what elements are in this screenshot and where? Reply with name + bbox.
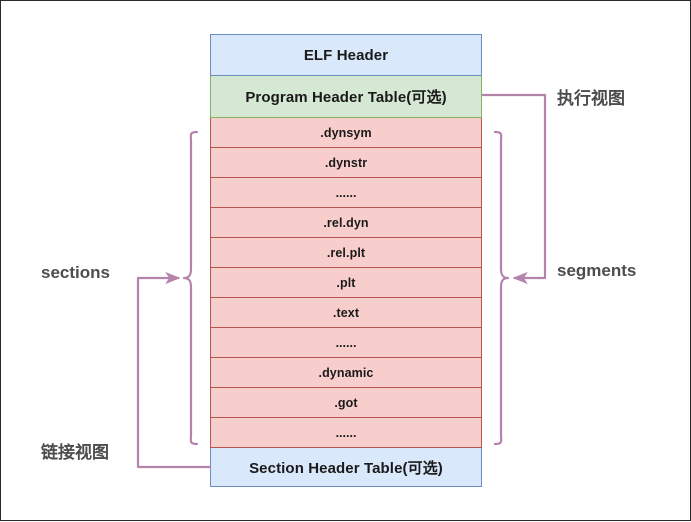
block-elf-header-label: ELF Header [303, 46, 389, 64]
section-row-got: .got [210, 388, 482, 418]
section-row-ellipsis-1: ...... [210, 178, 482, 208]
section-label-plt: .plt [336, 275, 356, 290]
section-label-ellipsis-1: ...... [335, 185, 357, 200]
section-label-ellipsis-2: ...... [335, 335, 357, 350]
sections-connector [136, 271, 212, 469]
section-row-dynsym: .dynsym [210, 118, 482, 148]
section-label-rel-plt: .rel.plt [326, 245, 366, 260]
block-elf-header: ELF Header [210, 34, 482, 76]
sections-brace [182, 130, 199, 446]
section-label-rel-dyn: .rel.dyn [323, 215, 369, 230]
block-program-header-table-label: Program Header Table(可选) [245, 89, 447, 106]
exec-view-connector [482, 93, 547, 285]
label-link-view: 链接视图 [41, 443, 109, 462]
section-label-ellipsis-3: ...... [335, 425, 357, 440]
label-execution-view: 执行视图 [557, 89, 625, 108]
section-row-dynstr: .dynstr [210, 148, 482, 178]
elf-layout-stack: ELF Header Program Header Table(可选) .dyn… [210, 34, 482, 487]
block-program-header-table: Program Header Table(可选) [210, 76, 482, 118]
section-label-text: .text [332, 305, 360, 320]
section-row-text: .text [210, 298, 482, 328]
segments-brace [493, 130, 510, 446]
section-row-ellipsis-3: ...... [210, 418, 482, 448]
block-section-header-table: Section Header Table(可选) [210, 448, 482, 487]
section-label-dynsym: .dynsym [320, 125, 372, 140]
section-row-rel-dyn: .rel.dyn [210, 208, 482, 238]
label-segments: segments [557, 261, 637, 280]
block-section-header-table-label: Section Header Table(可选) [249, 459, 443, 477]
section-row-dynamic: .dynamic [210, 358, 482, 388]
section-row-plt: .plt [210, 268, 482, 298]
section-label-got: .got [334, 395, 358, 410]
section-label-dynstr: .dynstr [324, 155, 368, 170]
section-row-ellipsis-2: ...... [210, 328, 482, 358]
label-sections: sections [41, 263, 110, 282]
section-row-rel-plt: .rel.plt [210, 238, 482, 268]
section-label-dynamic: .dynamic [318, 365, 374, 380]
